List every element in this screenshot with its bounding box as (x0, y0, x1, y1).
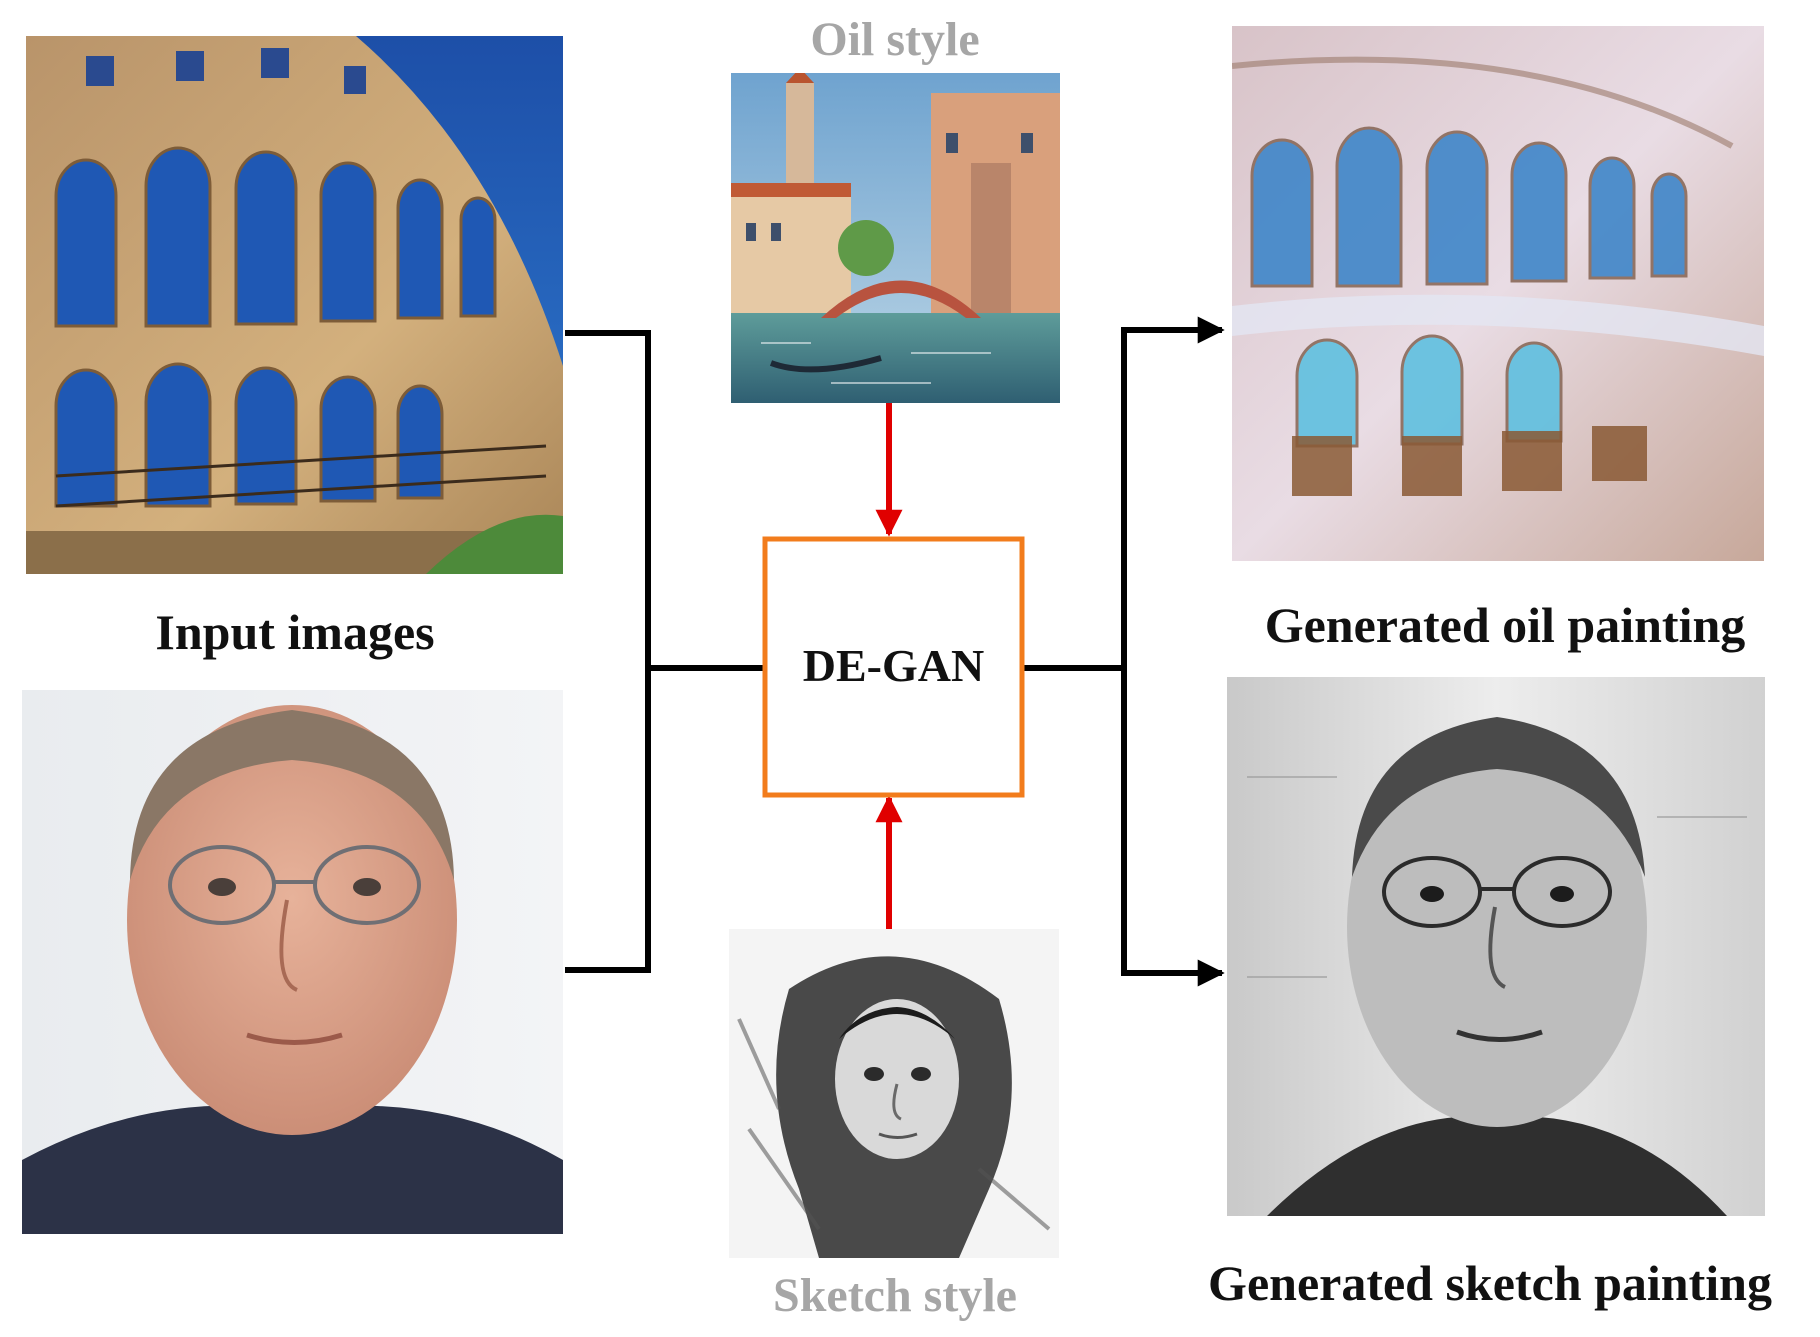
sketch-style-label: Sketch style (773, 1269, 1017, 1322)
input-images-label: Input images (155, 604, 435, 660)
generated-sketch-label: Generated sketch painting (1208, 1255, 1772, 1311)
generated-oil-label: Generated oil painting (1264, 597, 1746, 653)
input-colosseum-image (26, 36, 563, 574)
generated-sketch-image (1227, 677, 1765, 1216)
generated-oil-image (1232, 26, 1764, 561)
model-label: DE-GAN (802, 640, 985, 691)
oil-style-image (731, 73, 1060, 403)
sketch-style-image (729, 929, 1059, 1258)
input-merge-connector (565, 330, 651, 973)
model-box (762, 536, 1025, 798)
oil-style-label: Oil style (810, 13, 980, 66)
input-portrait-image (22, 690, 563, 1234)
